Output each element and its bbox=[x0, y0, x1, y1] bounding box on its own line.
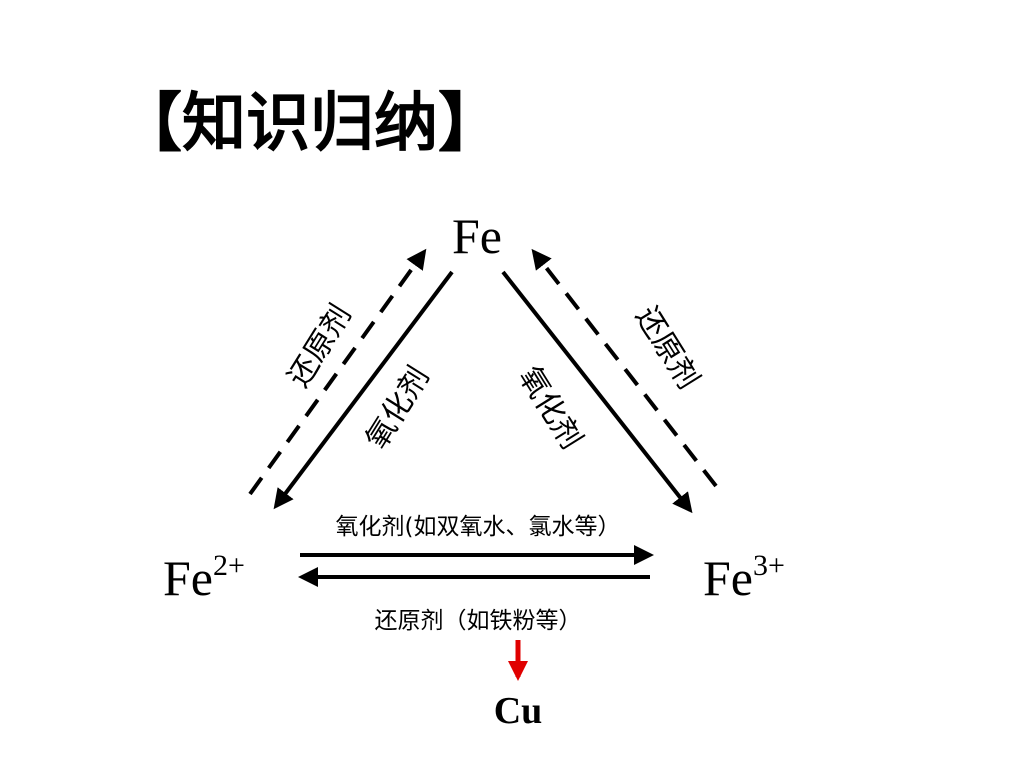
label-fe3-to-fe: 还原剂 bbox=[628, 301, 705, 396]
node-fe2: Fe2+ bbox=[163, 549, 245, 606]
label-fe-to-fe2: 氧化剂 bbox=[359, 361, 436, 456]
label-fe2-to-fe: 还原剂 bbox=[281, 299, 358, 394]
label-fe3-to-fe2: 还原剂（如铁粉等） bbox=[375, 608, 582, 634]
node-fe2-base: Fe bbox=[163, 550, 213, 606]
product-cu: Cu bbox=[494, 690, 543, 732]
node-fe2-charge: 2+ bbox=[213, 549, 245, 582]
node-fe3-charge: 3+ bbox=[753, 549, 785, 582]
node-fe3: Fe3+ bbox=[703, 549, 785, 606]
node-fe: Fe bbox=[452, 208, 502, 264]
page-title: 【知识归纳】 bbox=[118, 87, 502, 161]
arrow-fe3-to-fe bbox=[531, 248, 718, 488]
label-fe-to-fe3: 氧化剂 bbox=[511, 361, 588, 456]
arrow-fe-to-fe2 bbox=[273, 270, 454, 510]
node-fe-base: Fe bbox=[452, 208, 502, 264]
arrow-fe2-to-fe bbox=[248, 248, 427, 496]
arrow-fe-to-fe3 bbox=[501, 270, 693, 514]
label-fe2-to-fe3: 氧化剂(如双氧水、氯水等） bbox=[336, 514, 621, 540]
node-fe3-base: Fe bbox=[703, 550, 753, 606]
